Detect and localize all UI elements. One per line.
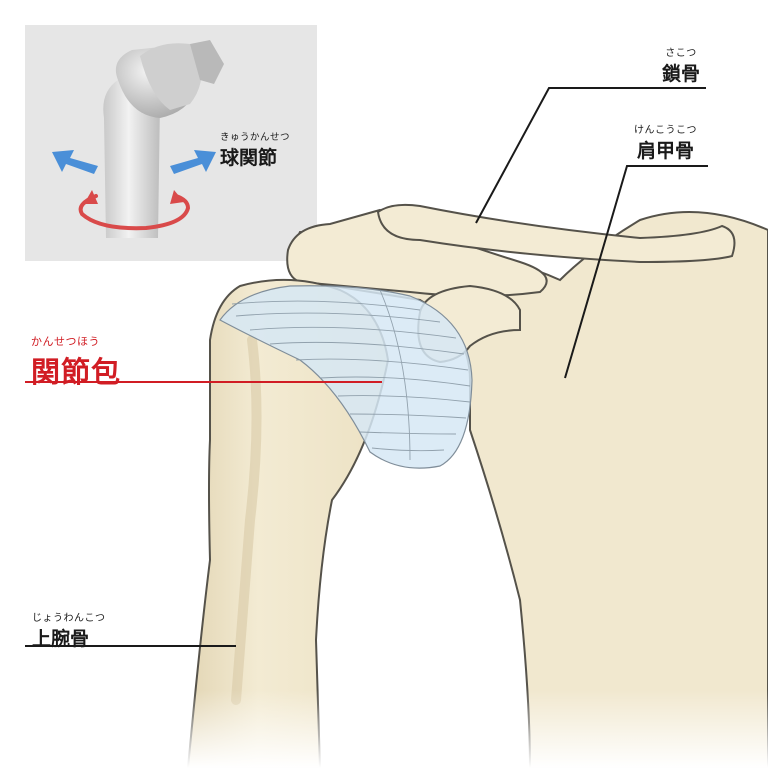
ball-joint-ruby: きゅうかんせつ	[220, 132, 291, 143]
bottom-fade	[0, 690, 768, 768]
scapula-text: 肩甲骨	[636, 140, 694, 162]
inset-movement-arrows	[52, 150, 216, 231]
humerus-label: じょうわんこつ 上腕骨	[32, 609, 106, 651]
ball-joint-label: きゅうかんせつ 球関節	[220, 129, 290, 170]
left-arrow-icon	[52, 150, 98, 174]
right-arrow-icon	[170, 150, 216, 174]
rotation-arrow-icon	[78, 194, 191, 231]
clavicle-ruby: さこつ	[665, 48, 697, 59]
joint-capsule-text: 関節包	[31, 355, 122, 389]
scapula-ruby: けんこうこつ	[634, 125, 697, 136]
leader-lines	[25, 87, 708, 647]
joint-capsule-label: かんせつほう 関節包	[31, 333, 121, 391]
inset-bone-graphic	[103, 40, 224, 238]
joint-capsule-graphic	[219, 285, 473, 469]
ball-joint-text: 球関節	[220, 147, 278, 169]
humerus-ruby: じょうわんこつ	[32, 613, 106, 624]
clavicle-leader-line	[475, 87, 706, 224]
clavicle-label: さこつ 鎖骨	[662, 44, 700, 86]
humerus-graphic	[186, 278, 390, 768]
scapula-leader-line	[564, 165, 708, 379]
humerus-text: 上腕骨	[32, 628, 90, 650]
clavicle-graphic	[376, 203, 736, 264]
scapula-label: けんこうこつ 肩甲骨	[634, 121, 697, 163]
joint-capsule-ruby: かんせつほう	[31, 335, 100, 348]
clavicle-text: 鎖骨	[662, 63, 701, 85]
